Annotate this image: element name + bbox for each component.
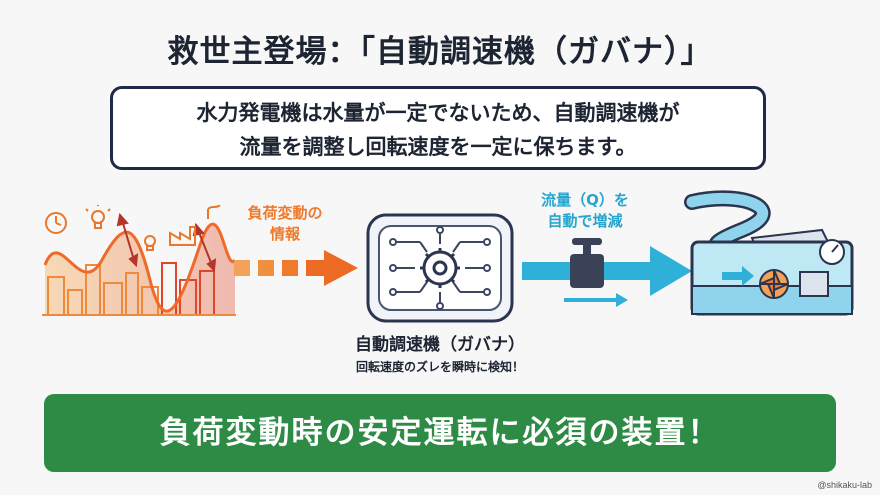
summary-box: 水力発電機は水量が一定でないため、自動調速機が 流量を調整し回転速度を一定に保ち… [110, 86, 766, 170]
load-info-label: 負荷変動の 情報 [230, 203, 340, 245]
summary-line-2: 流量を調整し回転速度を一定に保ちます。 [239, 135, 637, 159]
lightbulb-icon [85, 205, 156, 251]
summary-line-1: 水力発電機は水量が一定でないため、自動調速機が [196, 101, 680, 125]
gauge-icon [819, 239, 845, 265]
valve-icon [570, 238, 604, 288]
factory-icon [169, 205, 221, 246]
flow-control-line-1: 流量（Q）を [541, 191, 629, 209]
governor-description: 回転速度のズレを瞬時に検知！ [355, 360, 524, 374]
page-title: 救世主登場：「自動調速機（ガバナ）」 [167, 34, 713, 70]
governor-name: 自動調速機（ガバナ） [355, 335, 525, 355]
load-info-arrow [234, 250, 358, 286]
load-info-line-2: 情報 [269, 225, 300, 243]
flow-control-label: 流量（Q）を 自動で増減 [520, 190, 650, 232]
conclusion-banner: 負荷変動時の安定運転に必須の装置！ [44, 394, 836, 472]
credit-watermark: @shikaku-lab [817, 480, 872, 490]
clock-icon [45, 212, 67, 234]
load-fluctuation-illustration [42, 205, 237, 316]
load-info-line-1: 負荷変動の [247, 204, 323, 222]
hydro-plant-illustration [684, 190, 854, 316]
governor-device [366, 213, 514, 323]
turbine-icon [759, 269, 789, 299]
gear-icon [420, 248, 460, 288]
flow-pipe-arrow [522, 238, 692, 307]
flow-control-line-2: 自動で増減 [547, 212, 623, 230]
circuit-board-icon [389, 226, 491, 310]
